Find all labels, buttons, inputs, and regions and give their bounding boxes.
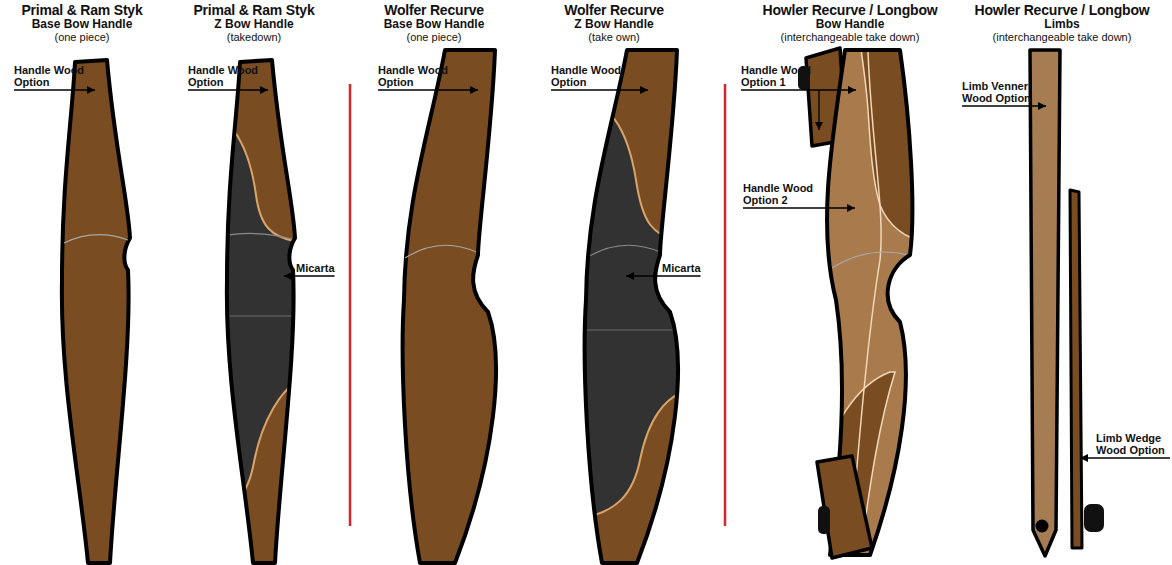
leader-line [188,89,268,90]
callout-label: Handle Wood Option 1 [741,64,815,88]
column-heading: Primal & Ram StykZ Bow Handle(takedown) [142,3,366,44]
construction-note: (take own) [502,31,726,44]
leader-line [378,89,478,90]
construction-note: (takedown) [142,31,366,44]
callout-label: Handle Wood Option [14,64,88,88]
product-title: Wolfer Recurve [322,3,546,18]
callout-label: Limb Venner Wood Option [962,80,1036,104]
limb [1030,50,1060,556]
leader-line [1080,457,1170,458]
part-title: Z Bow Handle [142,18,366,31]
arrowhead [640,86,648,94]
construction-note: (one piece) [0,31,194,44]
construction-note: (one piece) [322,31,546,44]
leader-line [626,275,701,276]
column-heading: Primal & Ram StykBase Bow Handle(one pie… [0,3,194,44]
column-heading: Howler Recurve / LongbowLimbs(interchang… [950,3,1172,44]
arrowhead [284,272,292,280]
product-title: Primal & Ram Styk [142,3,366,18]
column-heading: Wolfer RecurveBase Bow Handle(one piece) [322,3,546,44]
grip-line [64,235,128,243]
column-heading: Wolfer RecurveZ Bow Handle(take own) [502,3,726,44]
arrowhead [848,86,856,94]
part-title: Base Bow Handle [322,18,546,31]
product-title: Howler Recurve / Longbow [950,3,1172,18]
callout-label: Handle Wood Option [551,64,625,88]
product-title: Primal & Ram Styk [0,3,194,18]
wedge-bolt [1084,504,1104,532]
leader-line [14,89,95,90]
arrowhead [87,86,95,94]
construction-note: (interchangeable take down) [738,31,962,44]
product-title: Wolfer Recurve [502,3,726,18]
arrowhead [470,86,478,94]
separator [724,84,727,526]
leader-line [741,89,856,90]
part-title: Base Bow Handle [0,18,194,31]
limb-bolt-hole [1036,520,1049,533]
howler-handle [798,40,920,560]
callout-label: Micarta [296,262,335,274]
bow-handle [403,50,496,563]
callout-label: Micarta [662,262,701,274]
callout-label: Handle Wood Option 2 [743,182,817,206]
column-heading: Howler Recurve / LongbowBow Handle(inter… [738,3,962,44]
part-title: Z Bow Handle [502,18,726,31]
arrowhead [847,204,855,212]
arrowhead [260,86,268,94]
callout-label: Handle Wood Option [378,64,452,88]
leader-line [962,105,1046,106]
part-title: Limbs [950,18,1172,31]
grip-line [405,245,476,258]
arrowhead [1038,102,1046,110]
limb-wedge [1070,190,1082,548]
arrowhead [1080,454,1088,462]
arrowhead [626,272,634,280]
construction-note: (interchangeable take down) [950,31,1172,44]
bow-handle [62,60,130,563]
product-title: Howler Recurve / Longbow [738,3,962,18]
leader-line [743,207,855,208]
callout-label: Handle Wood Option [188,64,262,88]
callout-label: Limb Wedge Wood Option [1096,432,1170,456]
part-title: Bow Handle [738,18,962,31]
separator [349,84,352,526]
leader-line [551,89,648,90]
arrowhead [815,122,823,130]
